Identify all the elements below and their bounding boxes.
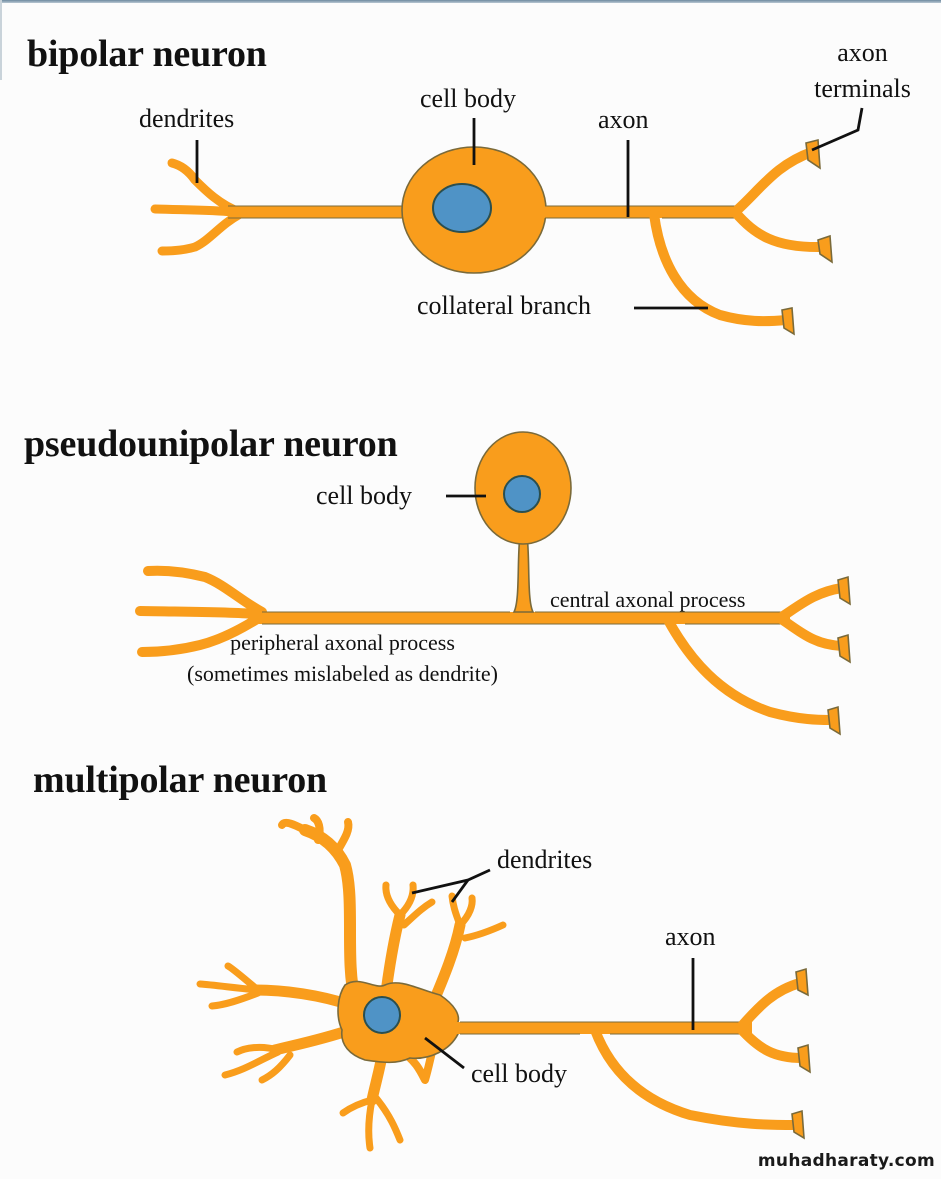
axon-terminal-branch — [730, 207, 827, 253]
pseudounipolar-axon — [250, 612, 790, 624]
collateral-branch — [590, 1025, 800, 1130]
bipolar-axon — [540, 206, 740, 218]
central-terminal-bulb — [837, 575, 851, 606]
axon-terminal-bulb — [795, 967, 809, 997]
label-axon-terminals-line1: axon — [837, 38, 888, 67]
pointer-line — [424, 1036, 465, 1070]
label-collateral-branch: collateral branch — [417, 291, 591, 320]
multipolar-title: multipolar neuron — [33, 759, 327, 801]
bipolar-dendrites — [150, 158, 245, 256]
pointer-line — [450, 879, 470, 903]
label-peripheral-line2: (sometimes mislabeled as dendrite) — [187, 661, 498, 686]
dendrite-tip — [233, 1043, 282, 1056]
watermark: muhadharaty.com — [757, 1151, 935, 1171]
bipolar-neuron — [150, 107, 864, 336]
central-terminal-bulb — [837, 633, 851, 664]
dendrite-branch — [150, 204, 237, 217]
multipolar-nucleus — [363, 996, 401, 1034]
left-border — [0, 0, 2, 80]
top-border — [0, 0, 941, 3]
dendrite-branch — [157, 209, 245, 256]
dendrite-tip — [372, 1094, 404, 1144]
pointer-line — [411, 868, 491, 895]
pointer-line — [811, 107, 864, 152]
dendrite-tip — [208, 989, 262, 1010]
dendrite-tip — [382, 881, 404, 919]
label-cell-body: cell body — [420, 84, 517, 113]
collateral-terminal-bulb — [791, 1109, 805, 1140]
axon-terminal-branch — [730, 147, 817, 217]
label-axon-terminals-line2: terminals — [814, 74, 911, 103]
central-branch — [663, 615, 835, 725]
collateral-terminal-bulb — [781, 307, 795, 336]
bipolar-nucleus — [432, 183, 492, 233]
label-cell-body: cell body — [471, 1059, 568, 1088]
pseudounipolar-nucleus — [503, 475, 541, 513]
bipolar-title: bipolar neuron — [27, 33, 267, 75]
dendrite-tip — [461, 921, 507, 942]
label-axon: axon — [598, 105, 649, 134]
label-peripheral-line1: peripheral axonal process — [230, 630, 455, 655]
axon-terminal-bulb — [805, 138, 821, 170]
dendrite-tip — [365, 1096, 376, 1152]
dendrite-branch — [269, 1024, 356, 1056]
dendrite-tip — [456, 894, 476, 929]
central-terminal-bulb — [827, 705, 841, 736]
axon-terminal-branch — [735, 978, 805, 1033]
peripheral-branch — [135, 606, 260, 619]
dendrite-tip — [310, 814, 324, 844]
label-peripheral-axonal-process: peripheral axonal process (sometimes mis… — [150, 632, 535, 685]
dendrite-branch — [299, 824, 361, 1006]
dendrite-tip — [196, 980, 262, 994]
axon-terminal-branch — [735, 1023, 807, 1063]
collateral-branch — [649, 209, 791, 327]
bipolar-dendritic-shaft — [228, 206, 418, 218]
central-terminal-branch — [775, 583, 847, 623]
label-central-axonal-process: central axonal process — [550, 587, 746, 612]
dendrite-tip — [400, 898, 436, 929]
pseudounipolar-title: pseudounipolar neuron — [24, 423, 398, 465]
axon-terminal-bulb — [797, 1043, 811, 1074]
label-axon: axon — [665, 922, 716, 951]
peripheral-branch — [143, 565, 267, 617]
dendrite-branch — [167, 158, 245, 217]
label-dendrites: dendrites — [139, 104, 235, 133]
dendrite-branch — [249, 984, 356, 1011]
cell-body-stalk — [512, 534, 535, 613]
dendrite-tip — [221, 1048, 282, 1079]
dendrite-tip — [278, 818, 309, 834]
multipolar-axon — [452, 1022, 752, 1034]
peripheral-branch — [137, 611, 267, 657]
label-dendrites: dendrites — [497, 845, 593, 874]
dendrite-tip — [396, 881, 417, 919]
label-axon-terminals: axon terminals — [800, 40, 925, 102]
multipolar-neuron — [196, 814, 811, 1152]
dendrite-tip — [334, 818, 353, 854]
pseudounipolar-neuron — [135, 431, 851, 736]
dendrite-tip — [258, 1051, 294, 1084]
label-cell-body: cell body — [316, 481, 413, 510]
axon-terminal-bulb — [817, 234, 833, 264]
central-terminal-branch — [775, 613, 847, 651]
